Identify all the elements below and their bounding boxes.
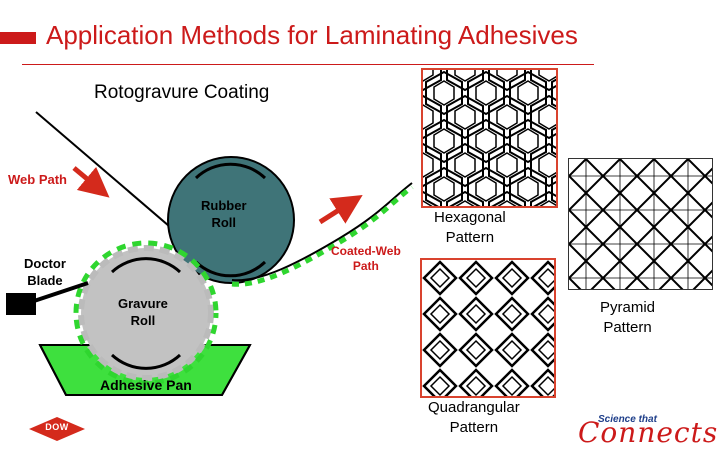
slide-title: Application Methods for Laminating Adhes… — [46, 20, 578, 50]
adhesive-pan-label: Adhesive Pan — [100, 377, 192, 393]
rubber-roll-rotation-top — [194, 162, 267, 180]
doctor-blade-holder — [6, 293, 36, 315]
web-path-arrow — [72, 166, 110, 198]
hexagonal-pattern-graphic — [423, 70, 556, 206]
coated-web-arrow — [318, 194, 363, 225]
gravure-roll-rotation-top — [110, 257, 182, 274]
quadrangular-label-line2: Pattern — [449, 418, 499, 436]
quadrangular-label-line1: Quadrangular — [428, 399, 520, 416]
hexagonal-pattern-label: Hexagonal Pattern — [434, 208, 506, 247]
pyramid-label-line2: Pattern — [603, 318, 652, 336]
pyramid-pattern-label: Pyramid Pattern — [600, 298, 655, 337]
section-heading: Rotogravure Coating — [94, 82, 270, 103]
gravure-roll-coating — [73, 240, 219, 386]
tagline-big: Connects — [578, 416, 719, 449]
coated-web-label-line2: Path — [352, 259, 379, 273]
dow-logo-text: DOW — [45, 422, 69, 432]
quadrangular-pattern-label: Quadrangular Pattern — [428, 398, 520, 437]
coated-web-label-line1: Coated-Web — [331, 244, 401, 258]
rubber-roll-label-line2: Roll — [211, 214, 237, 230]
pyramid-pattern-graphic — [569, 159, 712, 289]
pan-outline — [39, 344, 251, 396]
coated-web-path — [231, 182, 413, 282]
doctor-blade-label-line1: Doctor — [24, 256, 66, 271]
web-path-label: Web Path — [8, 172, 67, 187]
quadrangular-pattern-image — [420, 258, 556, 398]
gravure-roll-rotation-bottom — [110, 353, 182, 370]
doctor-blade-label: Doctor Blade — [24, 256, 66, 290]
hexagonal-label-line2: Pattern — [445, 228, 495, 246]
rubber-roll-label: Rubber Roll — [201, 198, 247, 232]
rubber-roll-label-line1: Rubber — [201, 198, 247, 213]
pyramid-label-line1: Pyramid — [600, 299, 656, 316]
gravure-roll-label: Gravure Roll — [118, 296, 168, 330]
quadrangular-pattern-graphic — [422, 260, 554, 396]
gravure-roll-label-line1: Gravure — [118, 296, 168, 311]
gravure-roll-label-line2: Roll — [130, 312, 156, 328]
hexagonal-pattern-image — [421, 68, 558, 208]
title-accent-bar — [0, 32, 36, 44]
dow-logo — [29, 417, 85, 441]
coated-web-coating — [231, 185, 414, 287]
coated-web-label: Coated-Web Path — [331, 244, 401, 274]
tagline-small: Science that — [598, 414, 657, 425]
pyramid-pattern-image — [568, 158, 713, 290]
rubber-roll-rotation-bottom — [194, 260, 267, 278]
title-divider — [22, 64, 594, 65]
doctor-blade — [33, 281, 89, 303]
rubber-roll — [167, 156, 295, 284]
doctor-blade-label-line2: Blade — [27, 272, 63, 288]
hexagonal-label-line1: Hexagonal — [434, 209, 506, 226]
